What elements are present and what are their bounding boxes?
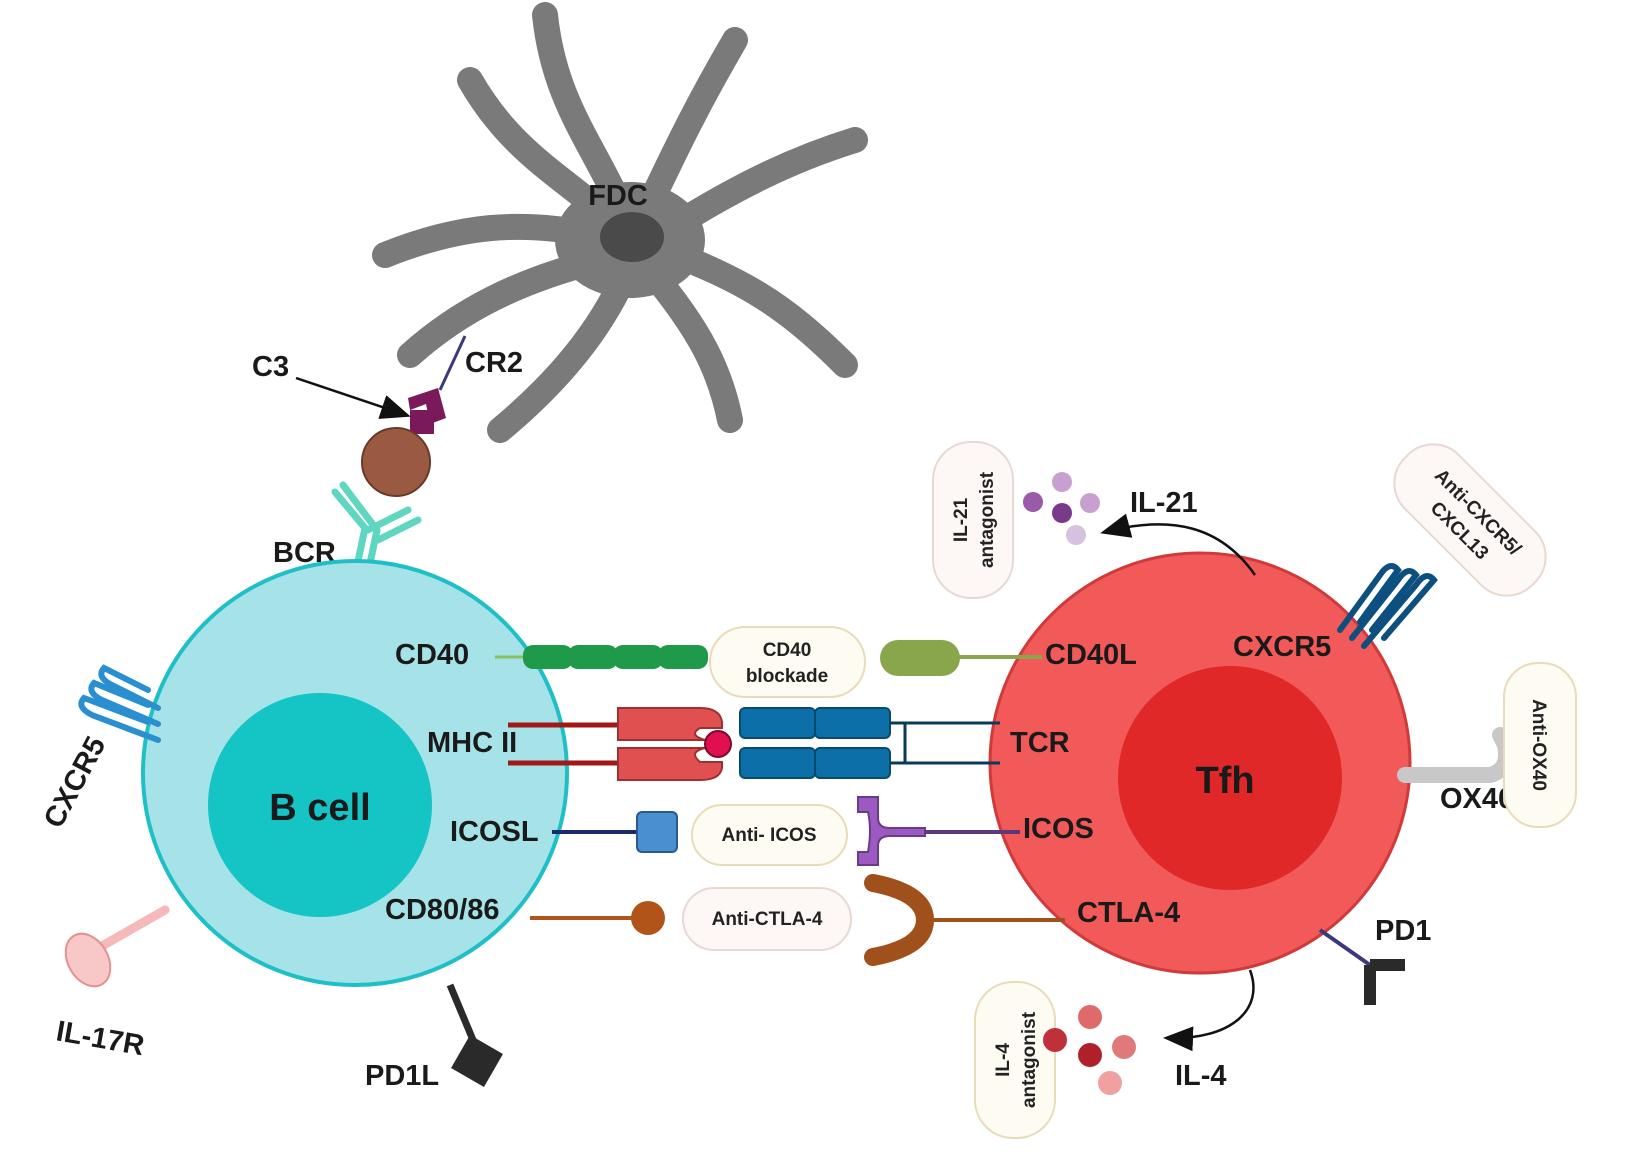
il21-antagonist-line2: antagonist xyxy=(977,471,998,568)
pd1-label: PD1 xyxy=(1375,915,1431,947)
il17r-label: IL-17R xyxy=(54,1015,147,1062)
il17r-receptor xyxy=(64,932,112,988)
cd8086-label: CD80/86 xyxy=(385,894,499,926)
anti-ox40-pill: Anti-OX40 xyxy=(1503,662,1577,828)
pd1-receptor xyxy=(1364,959,1405,1005)
mhc2-label: MHC II xyxy=(427,727,517,759)
fdc-nucleus xyxy=(600,212,664,262)
anti-ctla4-pill xyxy=(682,887,852,951)
peptide-antigen xyxy=(704,730,732,758)
il17r-stem xyxy=(90,905,170,955)
cd40-blockade-line1: CD40 xyxy=(763,640,812,661)
icos-receptor xyxy=(857,796,926,866)
pd1l-label: PD1L xyxy=(365,1060,439,1092)
cd40-blockade-pill xyxy=(709,626,866,698)
icos-label: ICOS xyxy=(1023,813,1094,845)
antigen xyxy=(361,427,431,497)
il21-antagonist-line1: IL-21 xyxy=(951,497,972,542)
cd40-blockade-line2: blockade xyxy=(746,666,828,687)
tcr-receptor xyxy=(739,707,891,779)
tcr-stem xyxy=(890,721,1000,765)
mhc2-molecule-top xyxy=(617,707,723,741)
tfh-cxcr5-receptor xyxy=(1337,563,1438,649)
pd1-stem xyxy=(1318,928,1372,967)
cd40-label: CD40 xyxy=(395,639,469,671)
cd40-receptor xyxy=(523,645,708,669)
icosl-receptor xyxy=(636,811,678,853)
tcr-label: TCR xyxy=(1010,727,1070,759)
il4-antagonist-pill: IL-4 antagonist xyxy=(974,981,1056,1139)
il4-arrow xyxy=(1163,969,1255,1052)
ox40-label: OX40 xyxy=(1440,783,1514,815)
pd1l-stem xyxy=(446,983,477,1042)
il21-label: IL-21 xyxy=(1130,487,1198,519)
bcell-nucleus xyxy=(208,693,432,917)
il21-cytokines xyxy=(1023,472,1100,545)
anti-ox40-label: Anti-OX40 xyxy=(1528,699,1549,791)
cr2-receptor xyxy=(408,388,446,424)
il4-label: IL-4 xyxy=(1175,1060,1227,1092)
anti-icos-pill xyxy=(691,804,848,866)
ctla4-label: CTLA-4 xyxy=(1077,897,1180,929)
il4-cytokines xyxy=(1043,1005,1136,1095)
il4-antagonist-line2: antagonist xyxy=(1019,1011,1040,1108)
il21-antagonist-pill: IL-21 antagonist xyxy=(932,441,1014,599)
tfh-nucleus xyxy=(1118,666,1342,890)
tfh-cxcr5-label: CXCR5 xyxy=(1233,631,1331,663)
mhc2-molecule-bottom xyxy=(617,747,723,781)
ox40-receptor xyxy=(1397,727,1514,783)
c3-arrow xyxy=(295,376,411,419)
cd40l-label: CD40L xyxy=(1045,639,1137,671)
c3-fragment xyxy=(410,410,434,434)
il21-arrow xyxy=(1100,513,1257,576)
cd8086-receptor xyxy=(631,901,665,935)
il4-antagonist-line1: IL-4 xyxy=(993,1043,1014,1077)
anti-icos-label: Anti- ICOS xyxy=(722,825,817,846)
icosl-label: ICOSL xyxy=(450,816,539,848)
bcell-cxcr5-label: CXCR5 xyxy=(38,731,112,833)
c3-label: C3 xyxy=(252,351,289,383)
pd1l-receptor xyxy=(451,1035,503,1087)
anti-cxcr5-pill: Anti-CXCR5/ CXCL13 xyxy=(1393,443,1547,597)
fdc-label: FDC xyxy=(588,180,648,212)
ctla4-receptor xyxy=(864,874,935,966)
tfh-label: Tfh xyxy=(1195,760,1254,802)
bcell-label: B cell xyxy=(269,787,370,829)
cr2-stem xyxy=(438,335,467,391)
cd40l-receptor xyxy=(880,640,960,676)
cr2-label: CR2 xyxy=(465,347,523,379)
bcell-cxcr5-receptor xyxy=(78,664,161,743)
anti-ctla4-label: Anti-CTLA-4 xyxy=(712,909,823,930)
